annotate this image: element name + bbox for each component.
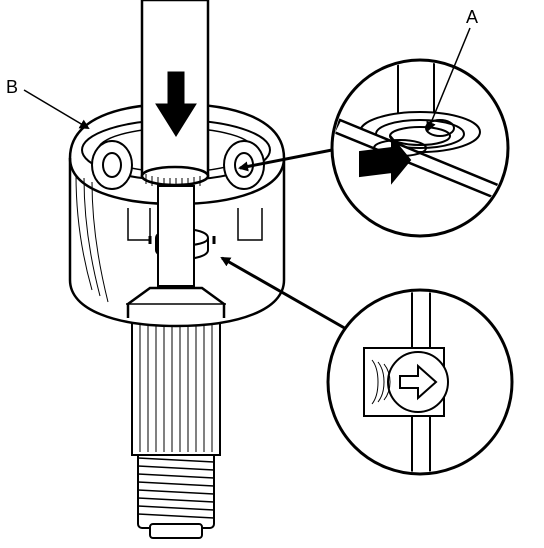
callout-a-leader — [426, 27, 471, 132]
threaded-shaft-end — [137, 449, 215, 539]
callout-b-leader — [23, 89, 90, 130]
detail-top-leader — [238, 148, 333, 172]
detail-circle-alignment-mark — [326, 288, 514, 476]
press-direction-arrow — [155, 71, 197, 137]
callout-label-b: B — [6, 77, 19, 97]
detail-bottom-leader — [220, 256, 349, 332]
detail-circle-clip — [330, 58, 510, 238]
callout-label-a: A — [466, 7, 479, 27]
